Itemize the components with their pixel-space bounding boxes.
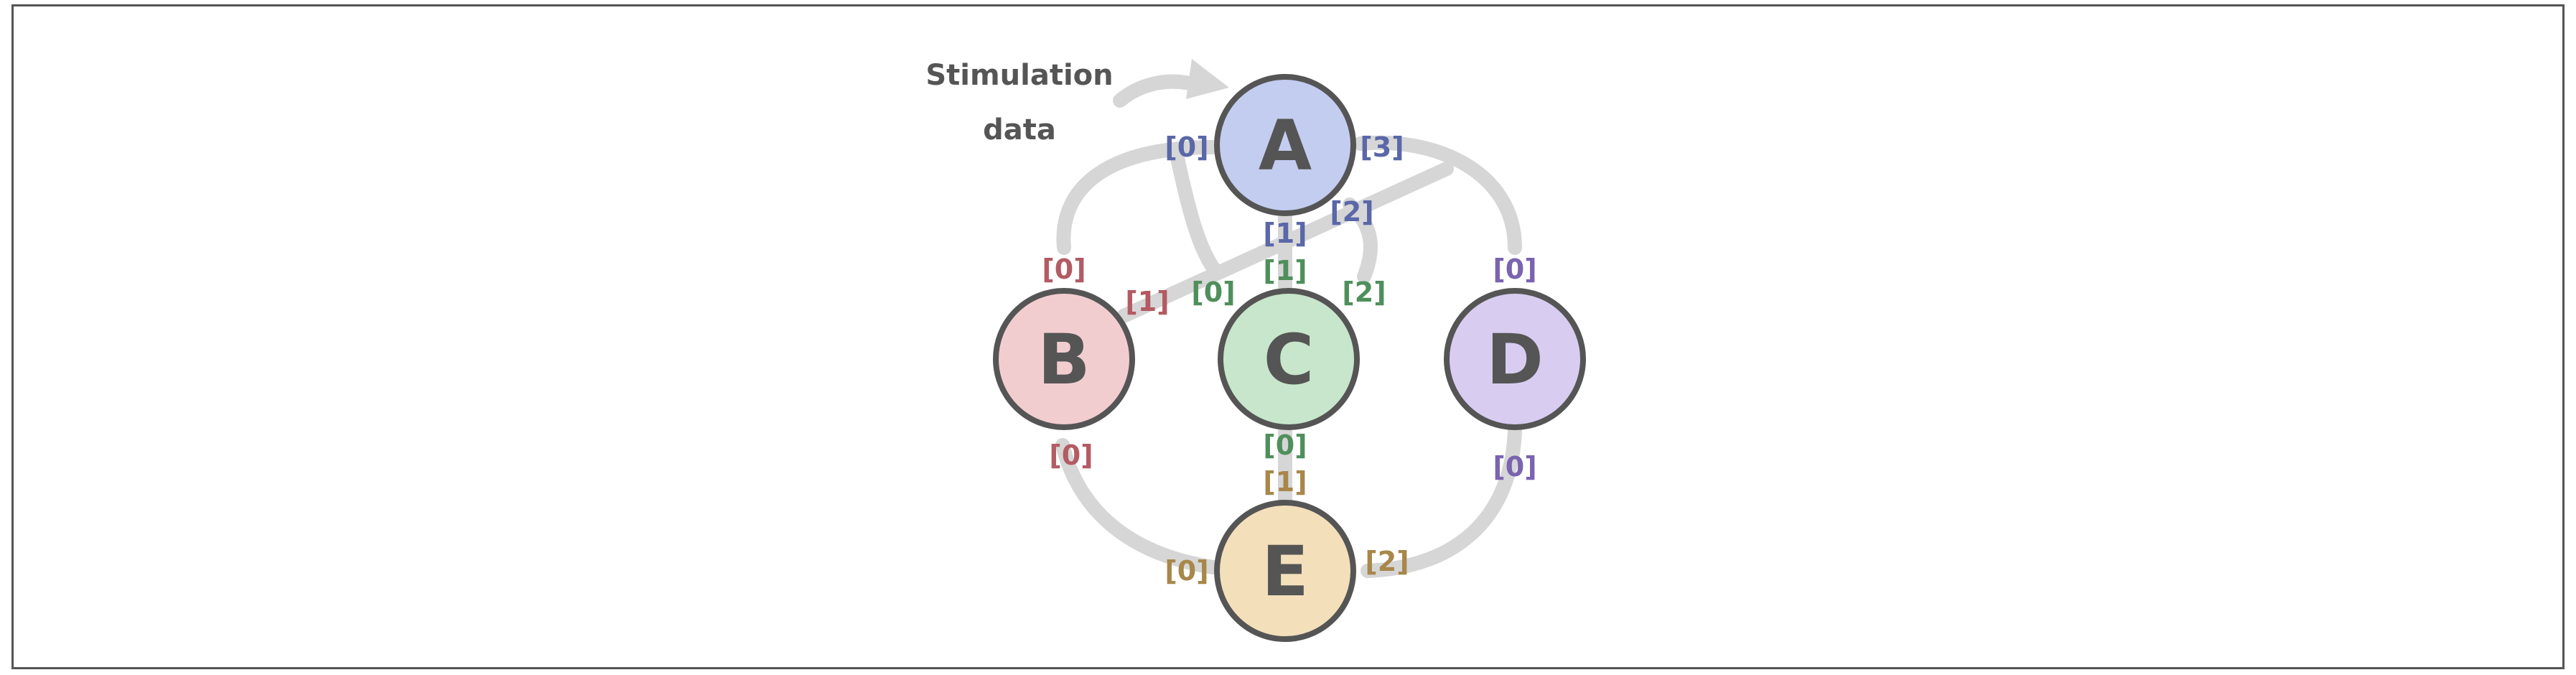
port-e1: [1] bbox=[1263, 466, 1307, 498]
port-a2: [2] bbox=[1330, 196, 1373, 228]
port-a1: [1] bbox=[1263, 218, 1307, 249]
port-e2: [2] bbox=[1365, 546, 1409, 577]
stimulation-arrowhead bbox=[1186, 59, 1229, 99]
node-b-label: B bbox=[1037, 320, 1090, 400]
port-d0-bottom: [0] bbox=[1493, 451, 1536, 483]
edge-b1-cross bbox=[1116, 162, 1454, 323]
node-c: C bbox=[1218, 288, 1360, 430]
port-b0-top: [0] bbox=[1042, 253, 1086, 285]
port-b0-bottom: [0] bbox=[1049, 439, 1093, 471]
node-a: A bbox=[1214, 74, 1356, 216]
edge-a3-d0 bbox=[1353, 135, 1522, 255]
port-e0: [0] bbox=[1165, 555, 1208, 587]
edge-a0-c0 bbox=[1170, 151, 1224, 280]
edge-b0-e0 bbox=[1055, 438, 1221, 574]
node-d-label: D bbox=[1486, 320, 1544, 400]
node-d: D bbox=[1444, 288, 1586, 430]
node-c-label: C bbox=[1264, 320, 1314, 400]
port-a0: [0] bbox=[1165, 131, 1208, 163]
port-c2: [2] bbox=[1342, 276, 1386, 308]
port-a3: [3] bbox=[1360, 131, 1404, 163]
stimulation-label-line2: data bbox=[983, 113, 1056, 146]
node-b: B bbox=[993, 288, 1135, 430]
node-e: E bbox=[1214, 500, 1356, 642]
port-d0-top: [0] bbox=[1493, 253, 1536, 285]
port-b1: [1] bbox=[1125, 286, 1169, 317]
stimulation-arrow bbox=[1113, 74, 1203, 108]
edge-d0-e2 bbox=[1361, 424, 1522, 578]
edge-b0-a bbox=[1056, 140, 1221, 255]
node-e-label: E bbox=[1261, 531, 1309, 612]
port-c0-top: [0] bbox=[1191, 276, 1235, 308]
port-c1: [1] bbox=[1263, 255, 1307, 287]
node-a-label: A bbox=[1259, 106, 1312, 186]
stimulation-label-line1: Stimulation bbox=[925, 59, 1113, 92]
port-c0-bottom: [0] bbox=[1263, 429, 1307, 461]
